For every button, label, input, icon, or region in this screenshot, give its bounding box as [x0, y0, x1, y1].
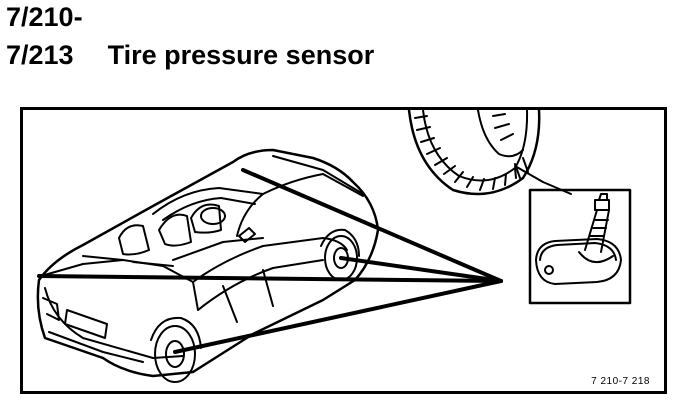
illustration-frame: 7 210-7 218: [20, 107, 667, 394]
tire-illustration: [407, 110, 541, 196]
signal-lines: [37, 168, 503, 354]
tire-pressure-sensor-icon: [535, 193, 622, 285]
sensor-callout-box: [528, 188, 632, 305]
page-title: Tire pressure sensor: [107, 40, 375, 70]
section-code-end: 7/213: [6, 40, 74, 70]
figure-reference-number: 7 210-7 218: [591, 376, 650, 387]
section-code-start: 7/210-: [6, 2, 83, 32]
page-heading: 7/213 Tire pressure sensor: [6, 40, 374, 71]
car-tire-sensor-illustration: [36, 110, 632, 383]
car-illustration: [36, 148, 380, 383]
